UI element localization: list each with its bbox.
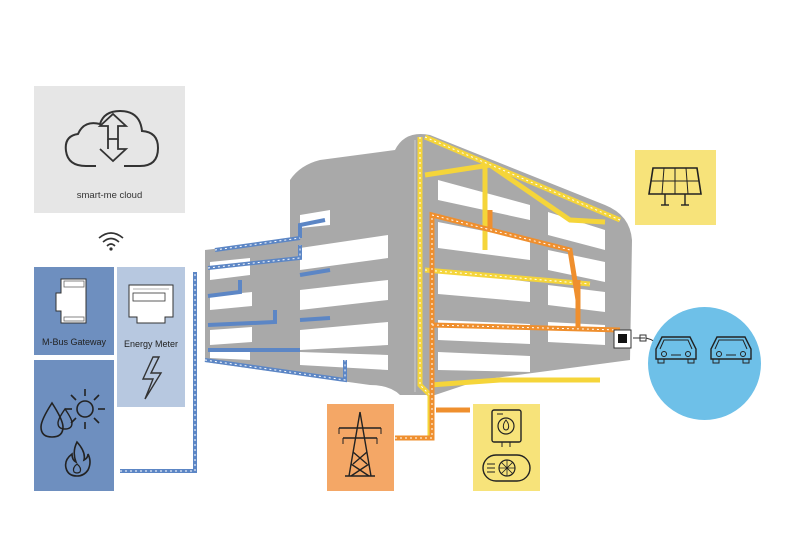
ev-car-icon — [710, 336, 752, 364]
power-pylon-icon — [338, 411, 382, 477]
water-drop-icon — [57, 407, 73, 430]
meter-label: Energy Meter — [123, 339, 179, 349]
lightning-icon — [141, 356, 163, 400]
mbus-gateway-icon — [55, 278, 87, 324]
boiler-icon — [491, 409, 522, 447]
wifi-icon — [98, 232, 124, 251]
gateway-label: M-Bus Gateway — [41, 337, 107, 347]
utilities-panel — [34, 360, 114, 491]
solar-panel-icon — [648, 167, 702, 206]
heat-pump-icon — [482, 454, 531, 482]
sun-icon — [65, 389, 105, 429]
energy-meter-panel: Energy Meter — [117, 267, 185, 407]
solar-panel-box — [635, 150, 716, 225]
smart-me-cloud-panel: smart-me cloud — [34, 86, 185, 213]
water-drop-icon — [40, 401, 64, 438]
power-grid-box — [327, 404, 394, 491]
heating-box — [473, 404, 540, 491]
cloud-label: smart-me cloud — [76, 190, 143, 201]
mbus-gateway-panel: M-Bus Gateway — [34, 267, 114, 355]
energy-meter-icon — [128, 284, 174, 324]
ev-charging-circle — [648, 307, 761, 420]
cloud-sync-icon — [64, 109, 160, 167]
flame-icon — [64, 440, 91, 477]
ev-car-icon — [655, 336, 697, 364]
